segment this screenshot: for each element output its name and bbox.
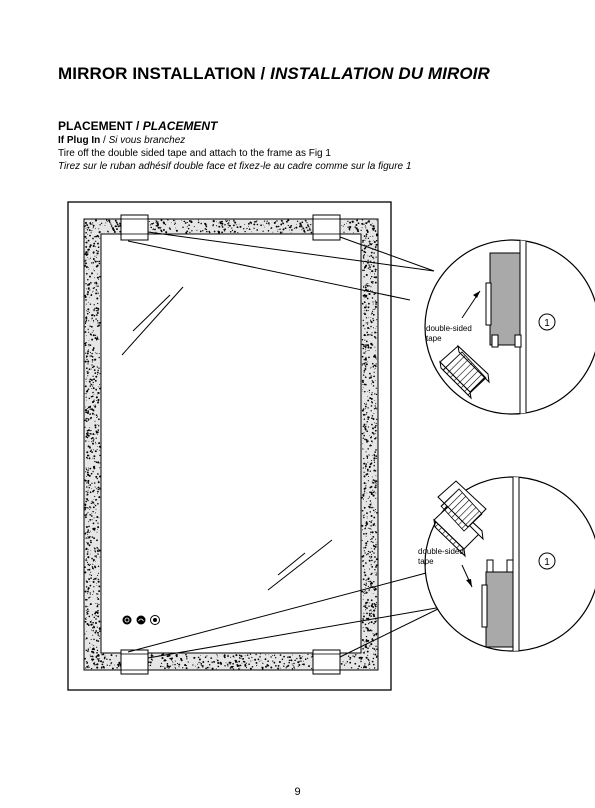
instruction-english: Tire off the double sided tape and attac… bbox=[58, 148, 331, 159]
tape-label-bottom-line2: tape bbox=[418, 557, 434, 566]
subheading-english: If Plug In bbox=[58, 135, 101, 146]
tape-block-bottom bbox=[433, 480, 487, 558]
step-marker-bottom bbox=[538, 552, 556, 570]
callout-lines-top bbox=[127, 231, 435, 301]
tape-label-top-line2: tape bbox=[426, 334, 442, 343]
power-icon bbox=[122, 615, 132, 625]
section-title-french: PLACEMENT bbox=[142, 119, 218, 133]
tape-label-top-line1: double-sided bbox=[426, 324, 472, 333]
instruction-french: Tirez sur le ruban adhésif double face e… bbox=[58, 161, 412, 172]
section-title: PLACEMENT / PLACEMENT bbox=[58, 119, 217, 133]
tape-block-top bbox=[439, 344, 490, 400]
step-number-bottom: 1 bbox=[544, 557, 550, 568]
glass-highlight-top bbox=[121, 286, 184, 356]
callout-lines-bottom bbox=[127, 571, 443, 659]
tape-pad-bottom-right bbox=[312, 649, 341, 675]
mirror-outer-frame bbox=[67, 201, 392, 691]
detail-circle-bottom: double-sided tape 1 bbox=[418, 476, 595, 652]
subheading-separator: / bbox=[100, 135, 109, 146]
subheading: If Plug In / Si vous branchez bbox=[58, 135, 185, 146]
page-number: 9 bbox=[294, 786, 301, 798]
tape-label-bottom-line1: double-sided bbox=[418, 547, 464, 556]
tape-pad-bottom-left bbox=[120, 649, 149, 675]
step-number-top: 1 bbox=[544, 318, 550, 329]
frame-band bbox=[83, 218, 379, 671]
subheading-french: Si vous branchez bbox=[108, 135, 186, 146]
step-marker-top bbox=[538, 313, 556, 331]
title-french: INSTALLATION DU MIROIR bbox=[270, 64, 490, 83]
glass-highlight-bottom bbox=[267, 539, 333, 591]
dimmer-icon bbox=[150, 615, 160, 625]
page-title: MIRROR INSTALLATION / INSTALLATION DU MI… bbox=[58, 64, 490, 84]
detail-circle-top: double-sided tape 1 bbox=[424, 239, 595, 415]
touch-buttons bbox=[122, 615, 160, 625]
title-english: MIRROR INSTALLATION / bbox=[58, 64, 266, 83]
section-title-english: PLACEMENT / bbox=[58, 119, 140, 133]
defog-icon bbox=[136, 615, 146, 625]
